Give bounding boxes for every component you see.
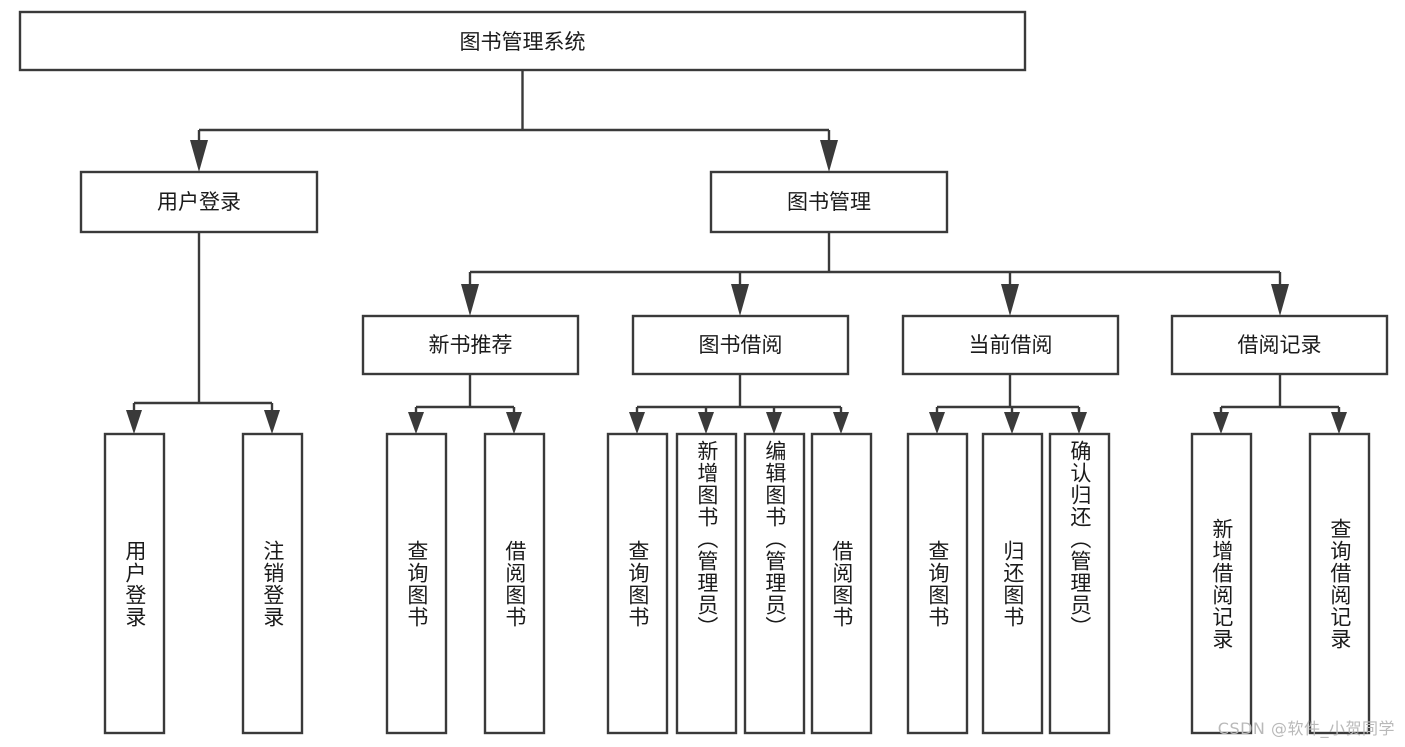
node-root-label: 图书管理系统 — [460, 30, 586, 54]
arrow-head-leaf-return-book — [1004, 412, 1020, 434]
connector-group-user-login-leaves — [126, 232, 280, 434]
node-new-book-recommend-label: 新书推荐 — [429, 333, 513, 357]
node-new-book-recommend[interactable]: 新书推荐 — [361, 314, 580, 376]
node-root-box[interactable] — [18, 10, 1027, 72]
arrow-head-borrow-record — [1271, 284, 1289, 316]
leaf-user-login-box[interactable] — [103, 432, 166, 735]
leaf-edit-book-box[interactable] — [743, 432, 806, 735]
connector-group-current-borrow-leaves — [929, 374, 1087, 434]
node-book-manage-box[interactable] — [709, 170, 949, 234]
node-borrow-record[interactable]: 借阅记录 — [1170, 314, 1389, 376]
node-book-manage[interactable]: 图书管理 — [709, 170, 949, 234]
node-borrow-record-label: 借阅记录 — [1238, 333, 1322, 357]
leaf-logout-login-box[interactable] — [241, 432, 304, 735]
node-current-borrow-label: 当前借阅 — [969, 333, 1053, 357]
arrow-head-leaf-add-borrow-record — [1213, 412, 1229, 434]
arrow-head-leaf-query-book-rec — [408, 412, 424, 434]
connector-group-book-manage-to-level3 — [461, 232, 1289, 316]
arrow-head-leaf-borrow-book — [833, 412, 849, 434]
leaf-query-book-current-box[interactable] — [906, 432, 969, 735]
arrow-head-leaf-confirm-return — [1071, 412, 1087, 434]
arrow-head-leaf-add-book — [698, 412, 714, 434]
node-borrow-record-box[interactable] — [1170, 314, 1389, 376]
arrow-head-leaf-borrow-book-rec — [506, 412, 522, 434]
node-book-manage-label: 图书管理 — [787, 190, 871, 214]
arrow-head-leaf-edit-book — [766, 412, 782, 434]
leaf-return-book-box[interactable] — [981, 432, 1044, 735]
leaf-box-group — [103, 432, 1371, 735]
leaf-query-book-borrow-box[interactable] — [606, 432, 669, 735]
arrow-head-leaf-query-book-borrow — [629, 412, 645, 434]
leaf-confirm-return-box[interactable] — [1048, 432, 1111, 735]
node-user-login-box[interactable] — [79, 170, 319, 234]
arrow-head-leaf-query-book-current — [929, 412, 945, 434]
arrow-head-leaf-user-login — [126, 410, 142, 434]
connector-group-root-to-level2 — [190, 70, 838, 172]
node-root[interactable]: 图书管理系统 — [18, 10, 1027, 72]
node-book-borrow[interactable]: 图书借阅 — [631, 314, 850, 376]
node-current-borrow[interactable]: 当前借阅 — [901, 314, 1120, 376]
leaf-query-book-rec-box[interactable] — [385, 432, 448, 735]
node-new-book-recommend-box[interactable] — [361, 314, 580, 376]
arrow-head-book-manage — [820, 140, 838, 172]
leaf-add-book-box[interactable] — [675, 432, 738, 735]
leaf-query-borrow-record-box[interactable] — [1308, 432, 1371, 735]
arrow-head-leaf-query-borrow-record — [1331, 412, 1347, 434]
arrow-head-book-borrow — [731, 284, 749, 316]
connector-group-borrow-record-leaves — [1213, 374, 1347, 434]
connector-group-book-borrow-leaves — [629, 374, 849, 434]
arrow-head-new-book-recommend — [461, 284, 479, 316]
node-user-login-label: 用户登录 — [157, 190, 241, 214]
leaf-borrow-book-box[interactable] — [810, 432, 873, 735]
leaf-borrow-book-rec-box[interactable] — [483, 432, 546, 735]
leaf-add-borrow-record-box[interactable] — [1190, 432, 1253, 735]
connector-group-new-book-leaves — [408, 374, 522, 434]
arrow-head-user-login — [190, 140, 208, 172]
arrow-head-leaf-logout-login — [264, 410, 280, 434]
node-book-borrow-label: 图书借阅 — [699, 333, 783, 357]
arrow-head-current-borrow — [1001, 284, 1019, 316]
node-current-borrow-box[interactable] — [901, 314, 1120, 376]
node-book-borrow-box[interactable] — [631, 314, 850, 376]
node-user-login[interactable]: 用户登录 — [79, 170, 319, 234]
